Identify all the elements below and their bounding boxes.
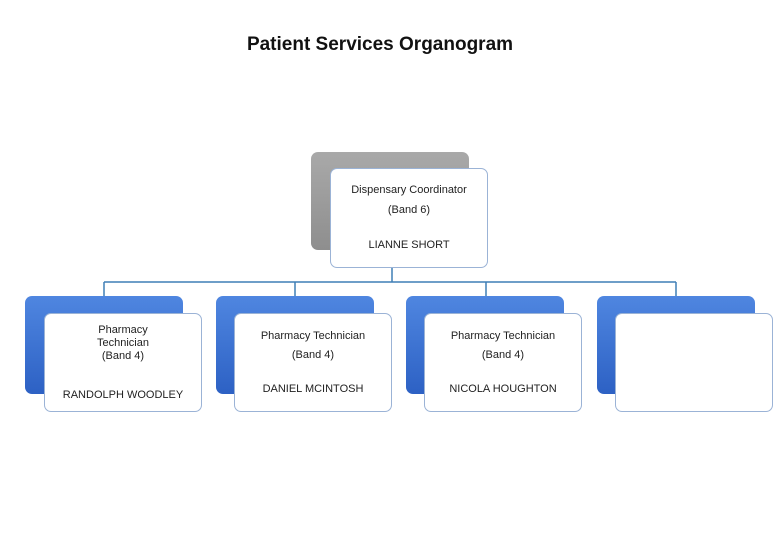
node-name: DANIEL MCINTOSH: [262, 383, 364, 395]
page-title: Patient Services Organogram: [246, 34, 514, 55]
node-role: Pharmacy Technician: [260, 330, 366, 342]
node-name: LIANNE SHORT: [368, 239, 450, 251]
node-band: (Band 4): [291, 349, 335, 361]
node-band: (Band 4): [101, 350, 145, 362]
node-role: Pharmacy Technician: [97, 324, 149, 349]
node-card: [615, 313, 773, 412]
node-role: Dispensary Coordinator: [351, 184, 467, 196]
node-role: Pharmacy Technician: [450, 330, 556, 342]
node-card: Pharmacy Technician (Band 4) DANIEL MCIN…: [234, 313, 392, 412]
node-name: RANDOLPH WOODLEY: [62, 389, 184, 401]
node-name: NICOLA HOUGHTON: [449, 383, 557, 395]
node-band: (Band 6): [387, 204, 431, 216]
node-card: Dispensary Coordinator (Band 6) LIANNE S…: [330, 168, 488, 268]
node-band: (Band 4): [481, 349, 525, 361]
node-card: Pharmacy Technician (Band 4) RANDOLPH WO…: [44, 313, 202, 412]
node-card: Pharmacy Technician (Band 4) NICOLA HOUG…: [424, 313, 582, 412]
